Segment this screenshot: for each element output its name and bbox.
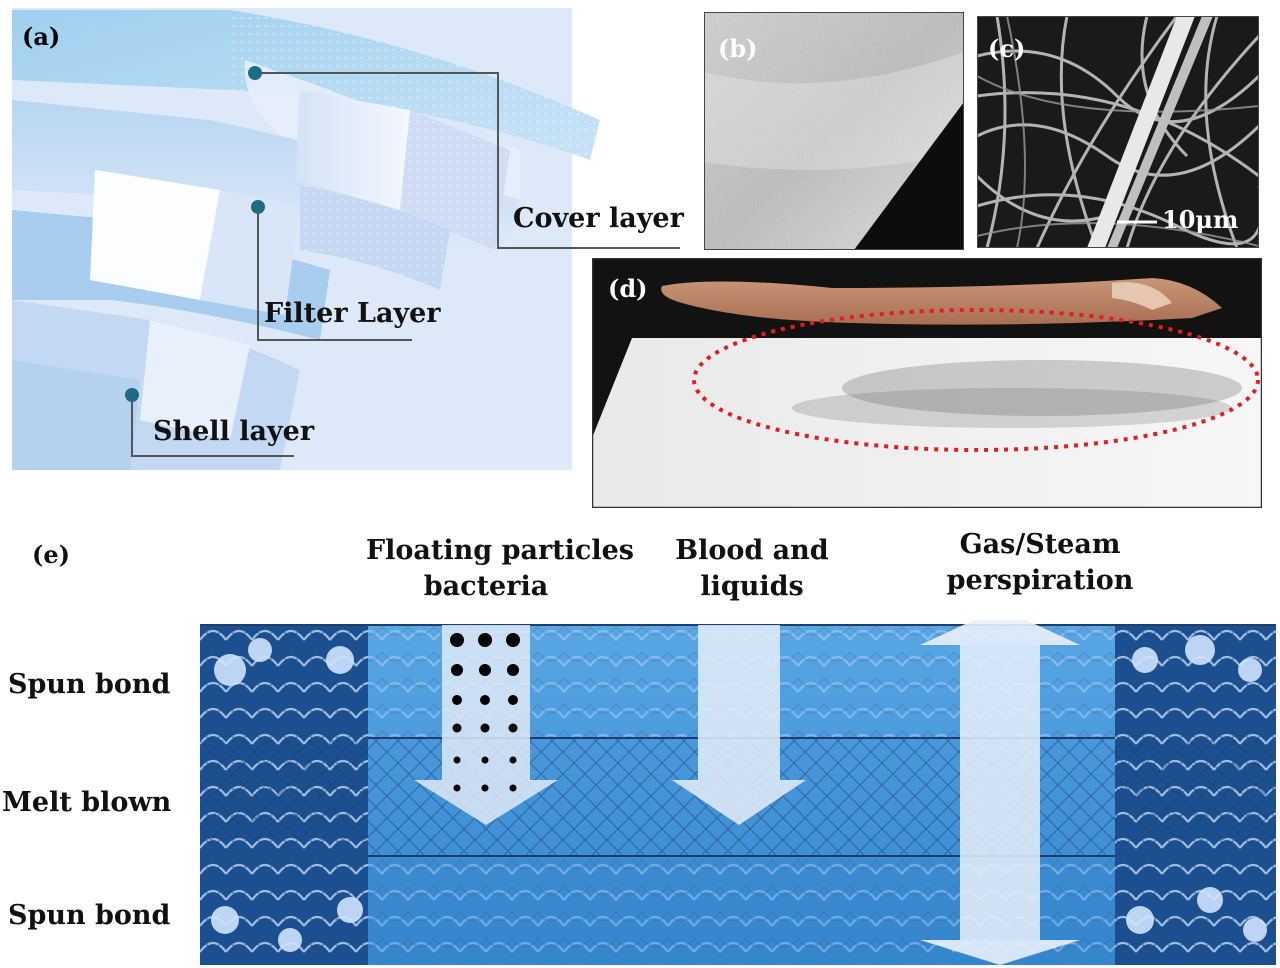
panel-c-letter: (c)	[988, 34, 1026, 63]
dark-corner	[854, 102, 964, 250]
panel-b-letter: (b)	[718, 34, 758, 63]
fabric-photo	[704, 12, 964, 250]
row-label-melt-blown: Melt blown	[2, 787, 172, 818]
column-header-liquids-line2: liquids	[700, 571, 804, 602]
column-header-particles-line2: bacteria	[423, 571, 549, 602]
highlight-ellipse	[692, 308, 1260, 452]
thick-fiber	[1087, 16, 1195, 248]
shell-layer-marker	[125, 388, 139, 402]
panel-d-letter: (d)	[608, 274, 648, 303]
row-label-spun-bond-top: Spun bond	[8, 669, 171, 700]
column-header-gas: Gas/Steam perspiration	[940, 527, 1140, 599]
column-header-liquids-line1: Blood and	[675, 535, 829, 566]
sem-fiber-image	[977, 16, 1259, 248]
filter-layer-label: Filter Layer	[264, 298, 441, 329]
panel-e-letter: (e)	[32, 540, 70, 569]
filter-layer-marker	[251, 200, 265, 214]
cover-layer-label: Cover layer	[513, 203, 684, 234]
layer-schematic	[200, 620, 1276, 965]
panel-a-letter: (a)	[22, 22, 61, 51]
gas-arrow-up-head	[920, 620, 1080, 645]
mask-layers-illustration	[12, 8, 680, 470]
fabric-sheet	[592, 338, 1262, 508]
row-label-spun-bond-bottom: Spun bond	[8, 900, 171, 931]
hand-on-fabric-photo	[592, 258, 1262, 508]
gas-arrow-down-head	[920, 940, 1080, 965]
hand	[661, 278, 1222, 325]
column-header-particles: Floating particles bacteria	[366, 533, 634, 605]
shell-layer-label: Shell layer	[153, 416, 315, 447]
column-header-gas-line2: perspiration	[946, 565, 1134, 596]
column-header-liquids: Blood and liquids	[660, 533, 844, 605]
scale-bar-label: 10μm	[1162, 205, 1239, 234]
gas-arrow-shaft	[960, 645, 1040, 940]
column-header-particles-line1: Floating particles	[366, 535, 634, 566]
liquids-arrow	[672, 625, 806, 825]
column-header-gas-line1: Gas/Steam	[959, 529, 1121, 560]
cover-layer-marker	[248, 66, 262, 80]
